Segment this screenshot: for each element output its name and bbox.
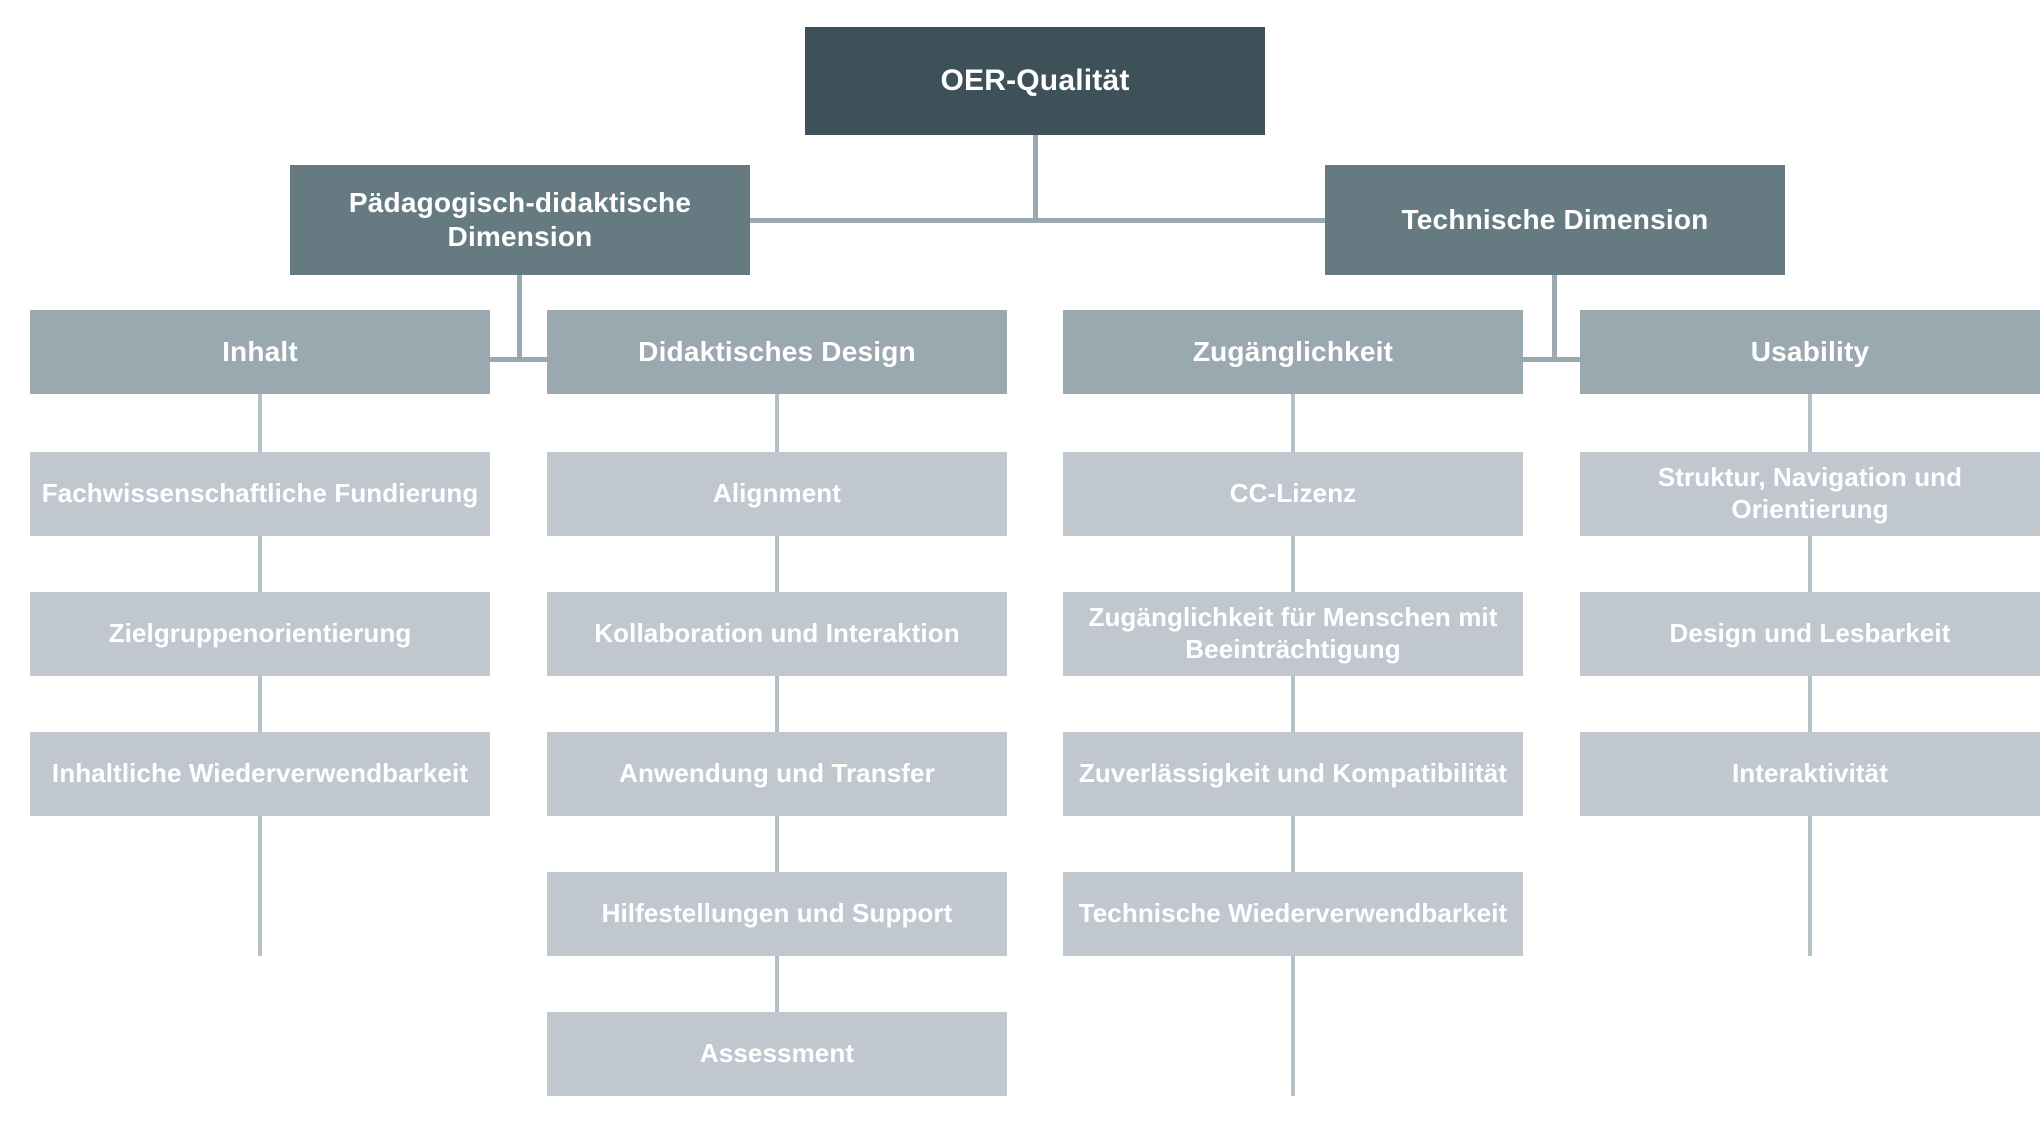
node-category-usability[interactable]: Usability	[1580, 310, 2040, 394]
node-criterion[interactable]: Zugänglichkeit für Menschen mit Beeinträ…	[1063, 592, 1523, 676]
node-criterion[interactable]: Zuverlässigkeit und Kompatibilität	[1063, 732, 1523, 816]
node-category-label: Inhalt	[222, 335, 298, 367]
node-criterion[interactable]: Hilfestellungen und Support	[547, 872, 1007, 956]
node-criterion-label: Zielgruppenorientierung	[108, 618, 412, 649]
node-criterion[interactable]: Inhaltliche Wiederverwendbarkeit	[30, 732, 490, 816]
node-criterion[interactable]: Kollaboration und Interaktion	[547, 592, 1007, 676]
node-criterion[interactable]: CC-Lizenz	[1063, 452, 1523, 536]
node-dimension-technisch[interactable]: Technische Dimension	[1325, 165, 1785, 275]
node-criterion[interactable]: Technische Wiederverwendbarkeit	[1063, 872, 1523, 956]
node-category-label: Didaktisches Design	[638, 335, 916, 367]
node-criterion-label: Zugänglichkeit für Menschen mit Beeinträ…	[1088, 602, 1498, 664]
node-root-label: OER-Qualität	[940, 63, 1130, 97]
connector-left-category-bus	[488, 357, 550, 362]
node-criterion-label: Kollaboration und Interaktion	[594, 618, 960, 649]
node-criterion[interactable]: Assessment	[547, 1012, 1007, 1096]
connector-right-category-bus	[1521, 357, 1583, 362]
connector-dimension-bus	[748, 218, 1328, 223]
node-criterion[interactable]: Interaktivität	[1580, 732, 2040, 816]
connector-root-stem	[1033, 135, 1038, 220]
node-criterion[interactable]: Anwendung und Transfer	[547, 732, 1007, 816]
node-category-didaktisches-design[interactable]: Didaktisches Design	[547, 310, 1007, 394]
node-criterion-label: Anwendung und Transfer	[619, 758, 935, 789]
connector-left-dimension-stem	[517, 275, 522, 360]
node-criterion-label: Design und Lesbarkeit	[1669, 618, 1951, 649]
node-category-zugaenglichkeit[interactable]: Zugänglichkeit	[1063, 310, 1523, 394]
node-category-label: Zugänglichkeit	[1192, 335, 1394, 367]
node-criterion-label: Assessment	[699, 1038, 855, 1069]
node-criterion-label: Alignment	[712, 478, 841, 509]
node-criterion-label: Struktur, Navigation und Orientierung	[1657, 462, 1963, 524]
node-criterion[interactable]: Design und Lesbarkeit	[1580, 592, 2040, 676]
node-dimension-label: Technische Dimension	[1401, 203, 1709, 235]
node-category-label: Usability	[1750, 335, 1870, 367]
node-criterion-label: Zuverlässigkeit und Kompatibilität	[1078, 758, 1508, 789]
node-criterion[interactable]: Fachwissenschaftliche Fundierung	[30, 452, 490, 536]
node-criterion-label: CC-Lizenz	[1229, 478, 1357, 509]
node-criterion[interactable]: Struktur, Navigation und Orientierung	[1580, 452, 2040, 536]
node-criterion-label: Technische Wiederverwendbarkeit	[1078, 898, 1508, 929]
node-criterion-label: Inhaltliche Wiederverwendbarkeit	[51, 758, 469, 789]
node-criterion[interactable]: Zielgruppenorientierung	[30, 592, 490, 676]
node-criterion-label: Fachwissenschaftliche Fundierung	[41, 478, 479, 509]
node-root-oer-qualitaet[interactable]: OER-Qualität	[805, 27, 1265, 135]
node-dimension-label: Pädagogisch-didaktische Dimension	[348, 186, 692, 252]
node-criterion-label: Hilfestellungen und Support	[601, 898, 953, 929]
node-criterion-label: Interaktivität	[1731, 758, 1888, 789]
node-criterion[interactable]: Alignment	[547, 452, 1007, 536]
connector-right-dimension-stem	[1552, 275, 1557, 360]
node-category-inhalt[interactable]: Inhalt	[30, 310, 490, 394]
node-dimension-paedagogisch-didaktisch[interactable]: Pädagogisch-didaktische Dimension	[290, 165, 750, 275]
